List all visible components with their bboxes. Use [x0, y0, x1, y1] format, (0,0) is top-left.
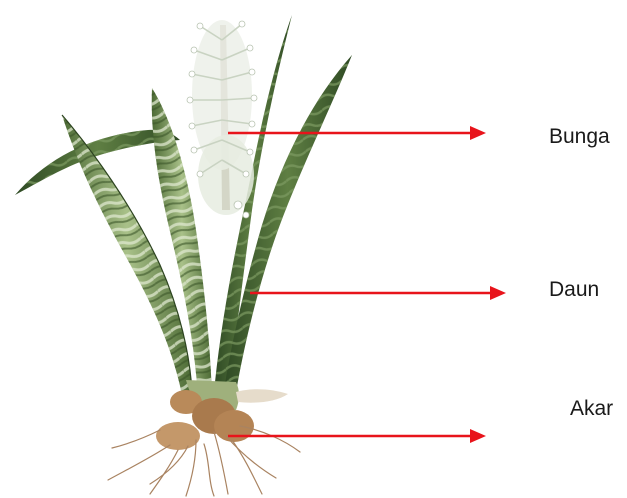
roots [108, 390, 300, 496]
leaf-label: Daun [549, 279, 599, 300]
arrow-root [228, 429, 486, 443]
arrow-leaf [250, 286, 506, 300]
flower-spike [187, 20, 257, 218]
root-label: Akar [570, 398, 613, 419]
flower-label: Bunga [549, 126, 610, 147]
arrow-flower [228, 126, 486, 140]
